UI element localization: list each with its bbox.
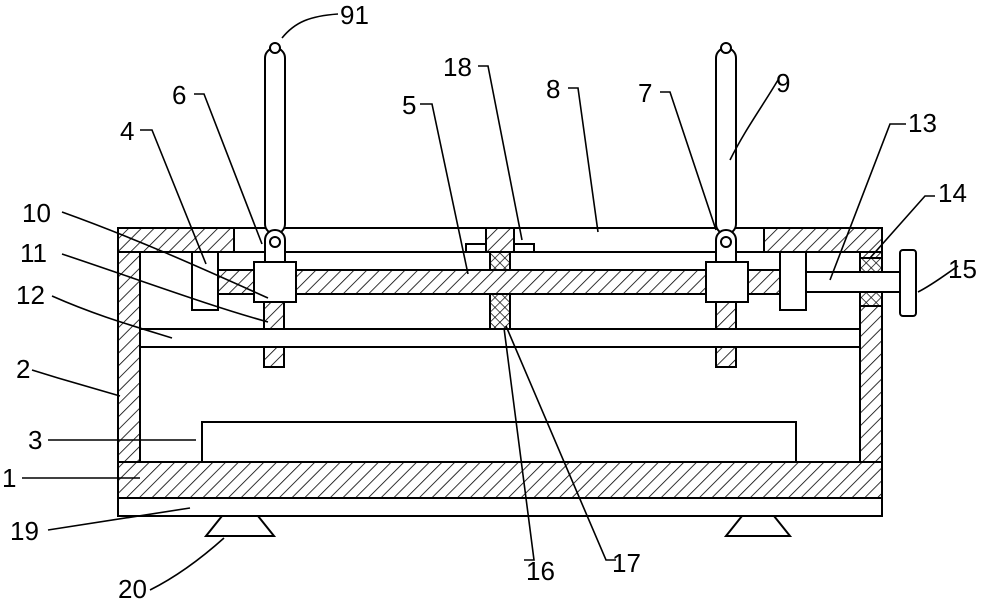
bearing-upper	[489, 251, 511, 271]
top-frame-left	[117, 227, 235, 253]
base-plate	[117, 461, 883, 499]
label-11: 11	[20, 238, 47, 268]
label-6: 6	[172, 80, 186, 110]
rod-right-lower	[715, 346, 737, 368]
label-1: 1	[2, 463, 16, 493]
label-14: 14	[938, 178, 967, 208]
bearing-14-upper	[859, 257, 883, 273]
label-3: 3	[28, 425, 42, 455]
label-5: 5	[402, 90, 416, 120]
lead-screw	[217, 269, 781, 295]
rod-left-upper	[263, 301, 285, 330]
bearing-lower	[489, 293, 511, 330]
foot-right	[723, 515, 793, 537]
label-17: 17	[612, 548, 641, 578]
nut-left	[253, 261, 297, 303]
label-7: 7	[638, 78, 652, 108]
label-13: 13	[908, 108, 937, 138]
pivot-left-top	[269, 42, 281, 54]
bottom-plate	[117, 497, 883, 517]
shaft	[805, 271, 901, 293]
label-12: 12	[16, 280, 45, 310]
label-4: 4	[120, 116, 134, 146]
top-frame-right	[763, 227, 883, 253]
workpiece	[201, 421, 797, 463]
nut-right	[705, 261, 749, 303]
label-16: 16	[526, 556, 555, 586]
coupling-block	[779, 251, 807, 311]
foot-left	[203, 515, 277, 537]
arm-right	[715, 47, 737, 235]
label-91: 91	[340, 0, 369, 30]
label-15: 15	[948, 254, 977, 284]
guide-rail	[139, 328, 861, 348]
label-20: 20	[118, 574, 147, 604]
top-center-block	[485, 227, 515, 253]
label-2: 2	[16, 354, 30, 384]
arm-left	[264, 47, 286, 235]
bearing-14-lower	[859, 291, 883, 307]
label-18: 18	[443, 52, 472, 82]
label-10: 10	[22, 198, 51, 228]
leader-lines	[22, 13, 959, 591]
rod-right-upper	[715, 301, 737, 330]
label-9: 9	[776, 68, 790, 98]
label-8: 8	[546, 74, 560, 104]
side-wall-left	[117, 227, 141, 463]
label-19: 19	[10, 516, 39, 546]
small-block	[465, 243, 487, 253]
pivot-right-top	[720, 42, 732, 54]
sensor-block	[513, 243, 535, 253]
rod-left-lower	[263, 346, 285, 368]
handwheel	[899, 249, 917, 317]
